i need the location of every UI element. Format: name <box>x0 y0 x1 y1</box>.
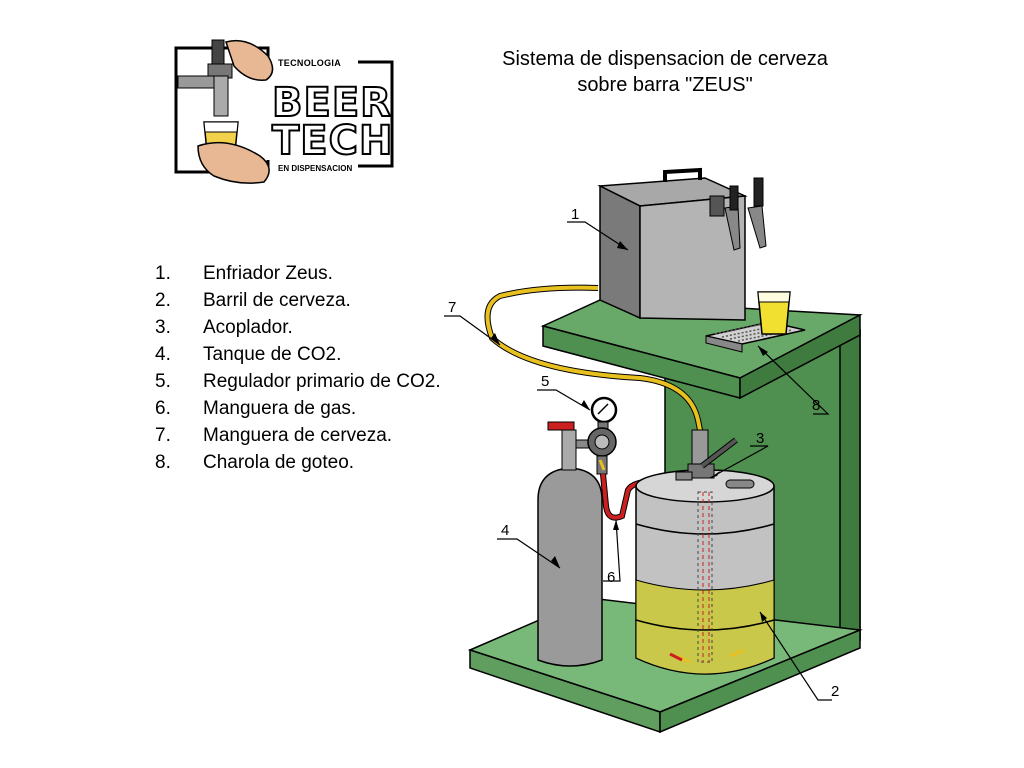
parts-legend: 1. Enfriador Zeus. 2. Barril de cerveza. 3… <box>155 260 445 476</box>
legend-number: 4. <box>155 344 171 365</box>
callout-5: 5 <box>541 373 550 390</box>
title-line-1: Sistema de dispensacion de cerveza <box>502 48 828 70</box>
logo-top-text: TECNOLOGIA <box>278 58 341 68</box>
legend-item: 3. Acoplador. <box>155 314 445 341</box>
callout-lines <box>444 221 832 701</box>
legend-item: 1. Enfriador Zeus. <box>155 260 445 287</box>
legend-text: Enfriador Zeus. <box>203 263 333 284</box>
callout-4: 4 <box>501 522 510 539</box>
callout-2: 2 <box>831 683 840 700</box>
legend-item: 4. Tanque de CO2. <box>155 341 445 368</box>
page-title: Sistema de dispensacion de cerveza sobre… <box>470 46 860 98</box>
legend-text: Tanque de CO2. <box>203 344 342 365</box>
callout-6: 6 <box>607 569 616 586</box>
legend-item: 5. Regulador primario de CO2. <box>155 368 445 395</box>
arrowheads <box>491 241 768 622</box>
legend-number: 2. <box>155 290 171 311</box>
legend-number: 8. <box>155 452 171 473</box>
legend-number: 7. <box>155 425 171 446</box>
legend-number: 3. <box>155 317 171 338</box>
legend-text: Regulador primario de CO2. <box>203 371 441 392</box>
legend-item: 8. Charola de goteo. <box>155 449 445 476</box>
legend-number: 6. <box>155 398 171 419</box>
beer-keg <box>635 469 775 675</box>
legend-number: 1. <box>155 263 171 284</box>
legend-text: Manguera de cerveza. <box>203 425 393 446</box>
callout-1: 1 <box>571 206 580 223</box>
legend-number: 5. <box>155 371 171 392</box>
callout-8: 8 <box>812 397 821 414</box>
legend-text: Barril de cerveza. <box>203 290 351 311</box>
logo-word-tech: TECH <box>271 118 394 164</box>
beertech-logo: TECNOLOGIA BEER TECH EN DISPENSACION <box>168 36 400 192</box>
co2-regulator <box>587 396 618 475</box>
legend-item: 6. Manguera de gas. <box>155 395 445 422</box>
legend-text: Charola de goteo. <box>203 452 355 473</box>
callout-3: 3 <box>756 430 765 447</box>
legend-text: Acoplador. <box>203 317 293 338</box>
logo-artwork <box>174 39 394 184</box>
callout-7: 7 <box>448 299 457 316</box>
legend-item: 2. Barril de cerveza. <box>155 287 445 314</box>
cooler-zeus <box>597 167 767 321</box>
legend-item: 7. Manguera de cerveza. <box>155 422 445 449</box>
co2-tank <box>537 421 603 667</box>
title-line-2: sobre barra "ZEUS" <box>577 74 753 96</box>
keg-coupler <box>675 429 738 481</box>
legend-text: Manguera de gas. <box>203 398 357 419</box>
logo-bottom-text: EN DISPENSACION <box>278 164 353 173</box>
logo-word-beer: BEER <box>271 80 392 126</box>
beer-glass-icon <box>757 291 791 335</box>
